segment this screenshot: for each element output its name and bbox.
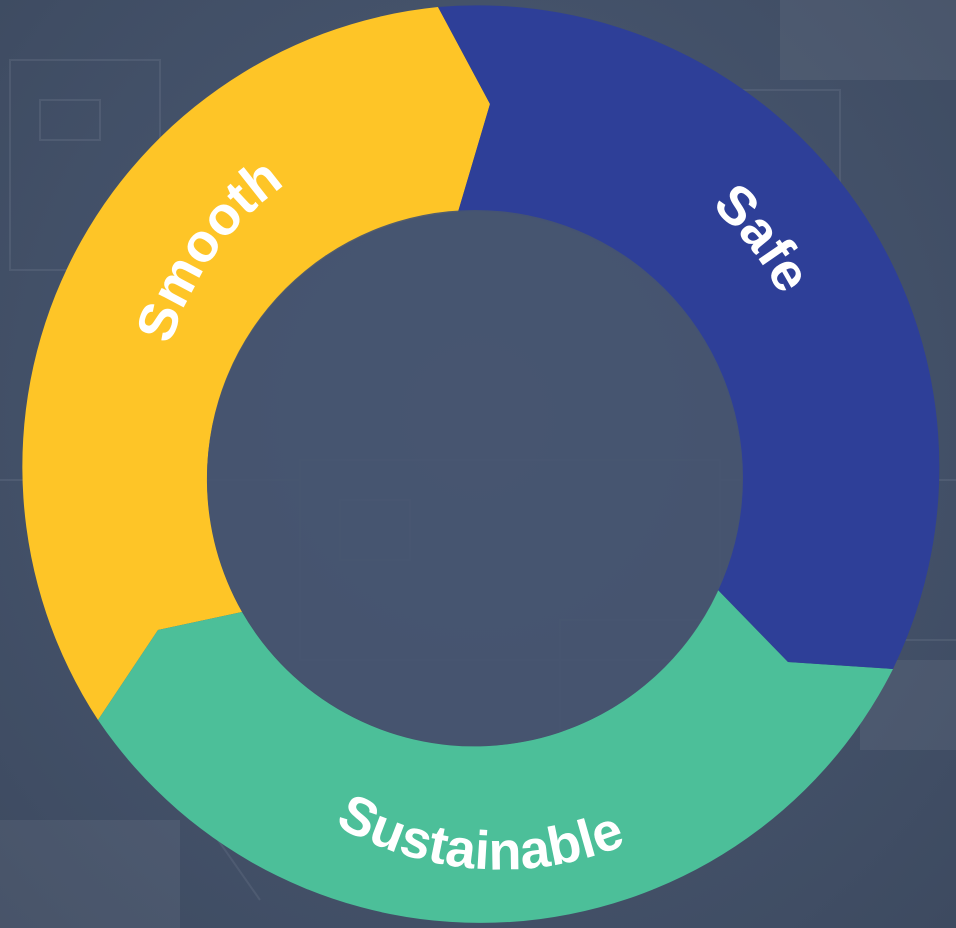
ring-center [207,210,743,746]
segment-safe [438,5,940,670]
segment-smooth [22,7,491,720]
segment-sustainable [98,590,893,923]
